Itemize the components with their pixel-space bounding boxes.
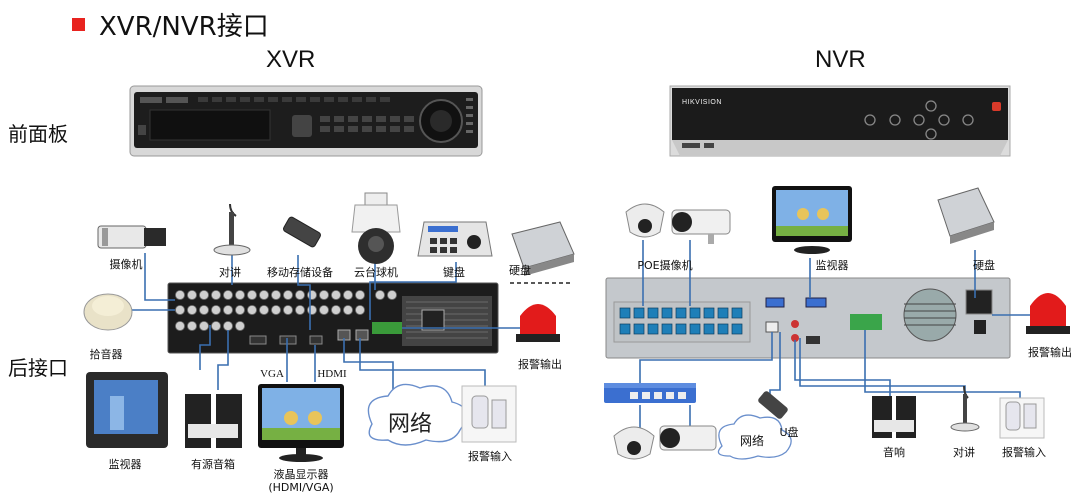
xvr-camera-icon: [97, 225, 166, 249]
nvr-alarm-input-icon: [999, 397, 1045, 439]
xvr-alarm-input-icon: [461, 385, 517, 443]
ptz-dome-camera-icon: [351, 192, 401, 264]
xvr-column-header: XVR: [266, 46, 316, 73]
nvr-network-cloud-icon: [717, 414, 792, 460]
label-nvr-network: 网络: [739, 434, 765, 448]
xvr-hdd-icon: [511, 221, 575, 276]
label-nvr-monitor: 监视器: [815, 259, 849, 272]
nvr-intercom-icon: [950, 385, 980, 432]
xvr-front-buttons: [198, 97, 390, 102]
label-keyboard: 键盘: [443, 266, 465, 279]
label-vga: VGA: [260, 368, 284, 380]
row-label-rear: 后接口: [8, 356, 68, 380]
nvr-monitor-icon: [772, 186, 852, 254]
xvr-front-panel: [129, 85, 483, 157]
label-xvr-alarm-in: 报警输入: [468, 450, 512, 463]
xvr-speaker-icon: [185, 394, 242, 448]
label-lcd-line2: (HDMI/VGA): [268, 481, 334, 494]
nvr-speaker-icon: [872, 396, 916, 438]
network-switch-icon: [604, 383, 696, 403]
label-hdmi: HDMI: [317, 368, 347, 380]
row-label-front: 前面板: [8, 122, 68, 146]
label-nvr-hdd: 硬盘: [973, 259, 995, 272]
usb-drive-icon: [283, 216, 321, 248]
power-button-icon: [992, 102, 1001, 111]
nvr-alarm-light-icon: [1026, 293, 1070, 334]
label-nvr-alarm-out: 报警输出: [1028, 346, 1072, 359]
bnc-ports: [175, 290, 397, 331]
label-nvr-speaker: 音响: [883, 446, 905, 459]
poe-ports: [619, 307, 743, 335]
label-poe-camera: POE摄像机: [637, 259, 693, 272]
label-usb: U盘: [779, 426, 799, 439]
nvr-dome-camera-2-icon: [613, 426, 655, 460]
label-mobile-storage: 移动存储设备: [267, 266, 333, 279]
label-pickup: 拾音器: [89, 348, 123, 361]
label-ptz: 云台球机: [354, 266, 398, 279]
nvr-nav-buttons: [864, 100, 974, 140]
ptz-keyboard-icon: [417, 221, 493, 257]
label-hdd: 硬盘: [509, 264, 531, 277]
nvr-bullet-camera-icon: [671, 209, 731, 244]
nvr-hdd-icon: [937, 187, 995, 244]
label-xvr-monitor: 监视器: [108, 458, 142, 471]
label-lcd-line1: 液晶显示器: [273, 468, 329, 481]
xvr-alarm-light-icon: [516, 304, 560, 342]
nvr-usb-drive-icon: [758, 391, 788, 419]
label-nvr-intercom: 对讲: [953, 446, 975, 459]
pickup-mic-icon: [83, 293, 133, 331]
nvr-rear-panel: [605, 277, 1011, 359]
label-xvr-network: 网络: [387, 412, 433, 437]
label-nvr-alarm-in: 报警输入: [1002, 446, 1046, 459]
nvr-brand-logo: HIKVISION: [682, 99, 722, 106]
xvr-crt-monitor-icon: [86, 372, 168, 448]
lcd-monitor-icon: [258, 384, 344, 462]
title-bullet-icon: [72, 18, 85, 31]
xvr-intercom-icon: [213, 203, 251, 256]
nvr-front-panel: [669, 85, 1011, 157]
label-speaker: 有源音箱: [191, 458, 235, 471]
label-camera: 摄像机: [109, 258, 143, 271]
xvr-rear-panel: [167, 282, 499, 354]
title-text: XVR/NVR接口: [99, 12, 269, 42]
page-title: XVR/NVR接口: [72, 6, 269, 43]
label-xvr-alarm-out: 报警输出: [518, 358, 562, 371]
label-intercom: 对讲: [219, 266, 241, 279]
nvr-dome-camera-icon: [625, 203, 665, 238]
nvr-column-header: NVR: [815, 46, 866, 73]
nvr-bullet-camera-2-icon: [659, 425, 717, 451]
